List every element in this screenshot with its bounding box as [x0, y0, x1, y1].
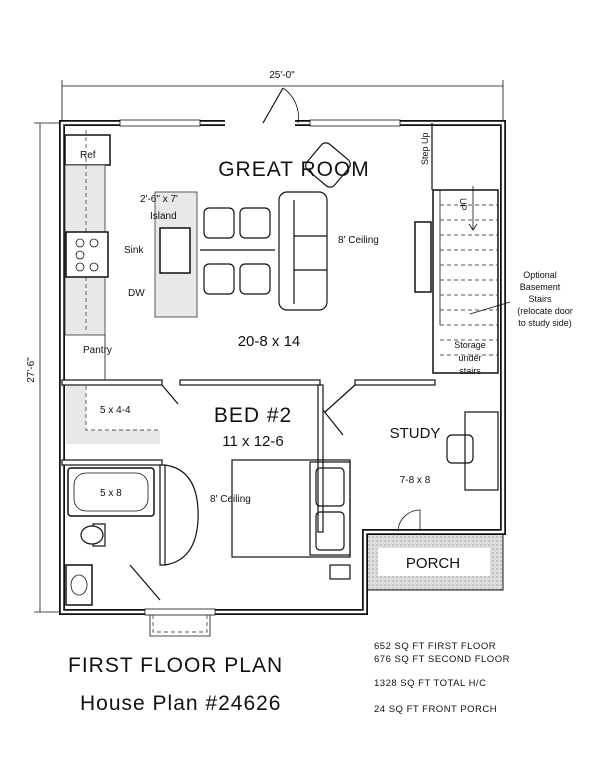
- toilet: [80, 523, 106, 547]
- bathtub: [67, 467, 155, 517]
- svg-text:(relocate door: (relocate door: [517, 306, 573, 316]
- pantry-label: Pantry: [83, 345, 112, 356]
- dining-set: [200, 207, 275, 295]
- vanity: [65, 564, 93, 606]
- stairs: [414, 123, 499, 374]
- svg-text:to study side): to study side): [518, 318, 572, 328]
- dw-label: DW: [128, 288, 145, 299]
- great-room-size: 20-8 x 14: [238, 333, 301, 350]
- svg-text:27'-6": 27'-6": [26, 357, 37, 383]
- svg-text:25'-0": 25'-0": [269, 70, 295, 81]
- svg-text:1328 SQ FT TOTAL H/C: 1328 SQ FT TOTAL H/C: [374, 678, 486, 689]
- window: [309, 119, 401, 127]
- plan-number: House Plan #24626: [80, 692, 281, 715]
- bath-size: 5 x 8: [100, 488, 122, 499]
- svg-text:Basement: Basement: [520, 282, 561, 292]
- front-door: [225, 87, 299, 127]
- up-label: UP: [458, 198, 468, 211]
- basement-stairs-note: Optional Basement Stairs (relocate door …: [517, 270, 573, 328]
- interior-walls: [61, 379, 436, 566]
- great-room-ceiling: 8' Ceiling: [338, 235, 379, 246]
- svg-text:under: under: [458, 353, 481, 363]
- depth-dimension: 27'-6": [26, 122, 60, 613]
- svg-text:676 SQ FT SECOND FLOOR: 676 SQ FT SECOND FLOOR: [374, 654, 510, 665]
- sink-label: Sink: [124, 245, 144, 256]
- storage-label: Storage under stairs: [454, 340, 486, 376]
- bed: [231, 459, 351, 580]
- svg-text:652 SQ FT FIRST FLOOR: 652 SQ FT FIRST FLOOR: [374, 641, 496, 652]
- bed2-size: 11 x 12-6: [222, 433, 283, 450]
- range: [65, 231, 109, 278]
- refrigerator: [64, 134, 111, 166]
- great-room-label: GREAT ROOM: [218, 158, 370, 181]
- plan-title: FIRST FLOOR PLAN: [68, 654, 283, 677]
- dresser: [164, 464, 199, 566]
- island-label: Island: [150, 211, 177, 222]
- bottom-window: [144, 608, 216, 637]
- svg-text:Optional: Optional: [523, 270, 557, 280]
- armchair: [305, 142, 351, 188]
- closet-size: 5 x 4-4: [100, 405, 131, 416]
- area-summary: 652 SQ FT FIRST FLOOR 676 SQ FT SECOND F…: [374, 641, 510, 715]
- ref-label: Ref: [80, 150, 96, 161]
- step-up-label: Step Up: [420, 132, 430, 165]
- sofa: [278, 191, 328, 311]
- svg-text:stairs: stairs: [459, 366, 481, 376]
- bed2-ceiling: 8' Ceiling: [210, 494, 251, 505]
- study-label: STUDY: [390, 425, 441, 442]
- porch-label: PORCH: [406, 555, 460, 572]
- bed2-label: BED #2: [214, 404, 292, 427]
- window: [119, 119, 201, 127]
- island-size: 2'-6" x 7': [140, 194, 178, 205]
- svg-text:Stairs: Stairs: [528, 294, 552, 304]
- width-dimension: 25'-0": [61, 70, 504, 120]
- svg-text:24 SQ FT FRONT PORCH: 24 SQ FT FRONT PORCH: [374, 704, 497, 715]
- desk: [446, 411, 499, 491]
- sink: [159, 227, 191, 274]
- study-size: 7-8 x 8: [400, 475, 431, 486]
- svg-text:Storage: Storage: [454, 340, 486, 350]
- closet-shelf: [66, 386, 86, 444]
